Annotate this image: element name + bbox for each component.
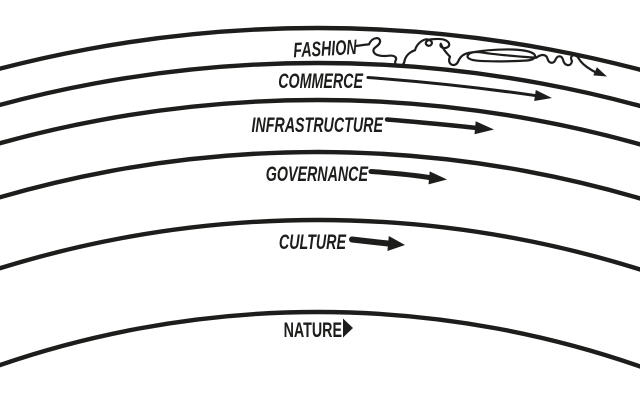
layer-label-nature: NATURE — [284, 318, 342, 341]
layer-label-fashion: FASHION — [293, 35, 358, 62]
infrastructure-arrowhead-icon — [474, 121, 494, 135]
infrastructure-arrow-icon — [384, 117, 494, 135]
arc-below-culture — [0, 310, 640, 370]
nature-arrowhead-icon — [343, 318, 353, 338]
governance-arrow-shaft — [368, 169, 434, 181]
governance-arrow-icon — [368, 169, 447, 185]
layer-label-infrastructure: INFRASTRUCTURE — [251, 113, 383, 136]
arc-below-fashion — [0, 61, 640, 109]
fashion-squiggle-path — [354, 37, 599, 75]
fashion-squiggle-arrow-icon — [354, 37, 607, 77]
layer-label-culture: CULTURE — [279, 230, 347, 253]
culture-arrow-icon — [349, 236, 405, 251]
governance-arrowhead-icon — [428, 171, 447, 185]
arc-below-infrastructure — [0, 150, 640, 202]
layer-label-commerce: COMMERCE — [278, 69, 364, 92]
layer-labels: FASHION COMMERCE INFRASTRUCTURE GOVERNAN… — [251, 35, 383, 341]
culture-arrowhead-icon — [387, 236, 405, 251]
layer-label-governance: GOVERNANCE — [266, 162, 369, 185]
fashion-arrowhead-icon — [593, 67, 607, 77]
commerce-arrow-icon — [366, 76, 552, 101]
nature-arrow-icon — [343, 318, 353, 338]
commerce-arrowhead-icon — [534, 90, 552, 101]
commerce-arrow-shaft — [366, 76, 539, 98]
arc-below-commerce — [0, 98, 640, 147]
arc-above-fashion — [0, 26, 640, 73]
arc-below-governance — [0, 218, 640, 273]
infrastructure-arrow-shaft — [384, 117, 480, 131]
culture-arrow-shaft — [349, 236, 391, 247]
layer-arcs — [0, 26, 640, 370]
